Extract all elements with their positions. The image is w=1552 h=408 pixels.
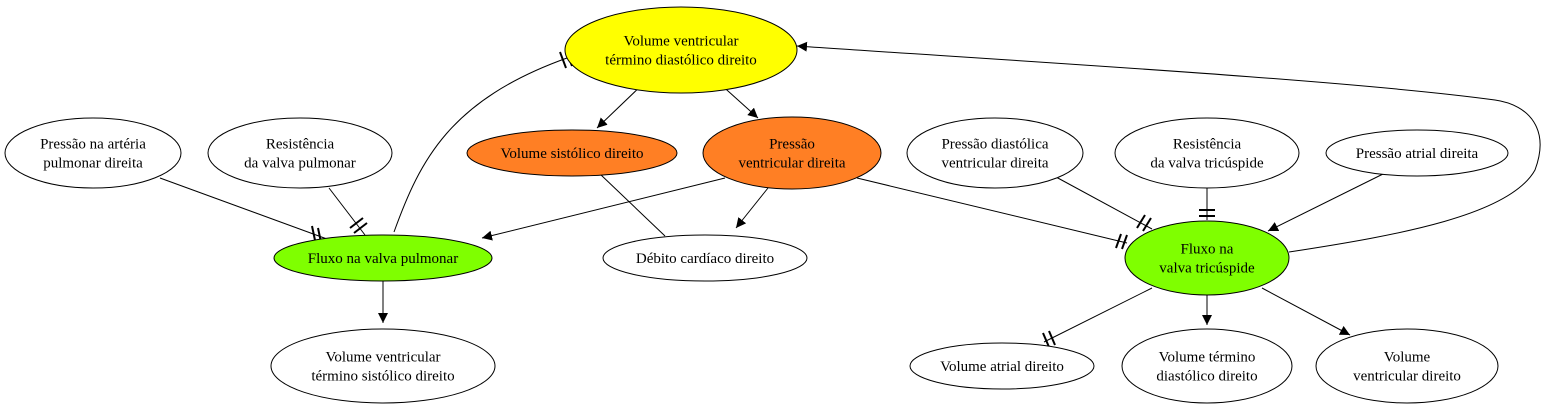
node-shape xyxy=(1325,129,1509,177)
node-label: Volume ventricular xyxy=(623,34,738,50)
node-rvt: Resistência da valva tricúspide xyxy=(1114,117,1300,189)
node-shape xyxy=(1121,328,1293,404)
edge-pvd-to-fvt xyxy=(856,177,1128,244)
node-label: Fluxo na xyxy=(1181,242,1234,258)
node-label: Volume sistólico direito xyxy=(500,146,643,162)
node-label: da valva tricúspide xyxy=(1150,156,1264,172)
node-label: ventricular direita xyxy=(738,156,845,172)
node-shape xyxy=(564,6,798,94)
node-label: valva tricúspide xyxy=(1159,261,1255,277)
node-shape xyxy=(602,234,808,282)
node-label: Fluxo na valva pulmonar xyxy=(308,251,458,267)
node-label: Pressão na artéria xyxy=(40,137,146,153)
tee-marker xyxy=(1136,214,1152,232)
node-fvt: Fluxo na valva tricúspide xyxy=(1124,220,1290,296)
node-label: Volume atrial direito xyxy=(940,359,1064,375)
node-rvp: Resistência da valva pulmonar xyxy=(207,117,393,189)
edge-papd-to-fvp xyxy=(159,177,328,240)
node-label: ventricular direita xyxy=(941,156,1048,172)
node-pdvd: Pressão diastólica ventricular direita xyxy=(906,117,1084,189)
node-dcd: Débito cardíaco direito xyxy=(602,234,808,282)
node-label: da valva pulmonar xyxy=(244,156,356,172)
edge-fvt-to-vad xyxy=(1043,287,1153,343)
node-label: Pressão xyxy=(769,137,815,153)
node-shape xyxy=(273,234,493,282)
node-shape xyxy=(702,116,882,190)
edge-pvd-to-fvp xyxy=(481,177,726,241)
node-label: Resistência xyxy=(1173,137,1242,153)
node-vvtsd: Volume ventricular término sistólico dire… xyxy=(270,328,496,404)
node-fvp: Fluxo na valva pulmonar xyxy=(273,234,493,282)
node-label: Débito cardíaco direito xyxy=(636,251,774,267)
node-shape xyxy=(906,117,1084,189)
edge-fvt-to-vvd xyxy=(1261,287,1351,336)
tee-marker xyxy=(1042,330,1056,348)
nodes-layer: Volume ventricular término diastólico dir… xyxy=(4,6,1509,404)
edge-fvt-to-vvtdd xyxy=(796,41,1541,253)
node-vtdd: Volume término diastólico direito xyxy=(1121,328,1293,404)
node-label: diastólico direito xyxy=(1156,369,1257,385)
node-shape xyxy=(4,117,182,189)
tee-marker xyxy=(1115,233,1128,250)
node-label: Pressão atrial direita xyxy=(1356,146,1479,162)
node-label: Resistência xyxy=(266,137,335,153)
node-shape xyxy=(1124,220,1290,296)
edge-fvp-to-vvtdd xyxy=(393,57,568,233)
node-shape xyxy=(207,117,393,189)
node-label: ventricular direito xyxy=(1353,369,1461,385)
edge-rvp-to-fvp xyxy=(328,187,366,236)
node-label: Volume término xyxy=(1159,350,1256,366)
node-label: Volume xyxy=(1384,350,1431,366)
edge-pvd-to-dcd xyxy=(735,187,769,229)
node-shape xyxy=(466,129,678,177)
node-pvd: Pressão ventricular direita xyxy=(702,116,882,190)
node-vvd: Volume ventricular direito xyxy=(1315,328,1499,404)
edge-pdvd-to-fvt xyxy=(1055,176,1153,230)
node-label: Pressão diastólica xyxy=(941,137,1048,153)
tee-marker xyxy=(1199,209,1215,217)
edge-vsd-to-dcd xyxy=(599,173,666,237)
node-vvtdd: Volume ventricular término diastólico dir… xyxy=(564,6,798,94)
node-shape xyxy=(1114,117,1300,189)
node-label: término sistólico direito xyxy=(311,369,454,385)
node-shape xyxy=(909,342,1095,390)
node-vsd: Volume sistólico direito xyxy=(466,129,678,177)
edges-layer xyxy=(159,41,1541,348)
node-papd: Pressão na artéria pulmonar direita xyxy=(4,117,182,189)
tee-marker xyxy=(349,217,368,234)
node-vad: Volume atrial direito xyxy=(909,342,1095,390)
node-pad: Pressão atrial direita xyxy=(1325,129,1509,177)
node-label: pulmonar direita xyxy=(43,156,143,172)
edge-pad-to-fvt xyxy=(1267,173,1384,232)
node-label: Volume ventricular xyxy=(325,350,440,366)
node-label: término diastólico direito xyxy=(605,53,757,69)
node-shape xyxy=(270,328,496,404)
node-shape xyxy=(1315,328,1499,404)
